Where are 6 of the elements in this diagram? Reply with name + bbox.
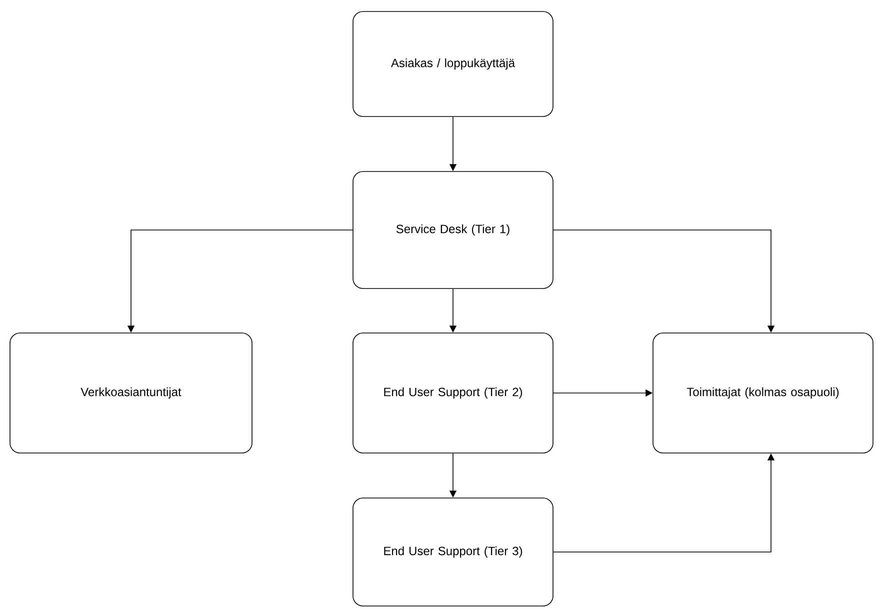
process-box: Asiakas / loppukäyttäjä <box>352 11 554 117</box>
process-box: Service Desk (Tier 1) <box>352 171 554 289</box>
process-box: Verkkoasiantuntijat <box>10 332 252 454</box>
process-box: End User Support (Tier 2) <box>352 332 554 454</box>
process-box: Toimittajat (kolmas osapuoli) <box>652 332 874 454</box>
process-box: End User Support (Tier 3) <box>352 498 554 606</box>
